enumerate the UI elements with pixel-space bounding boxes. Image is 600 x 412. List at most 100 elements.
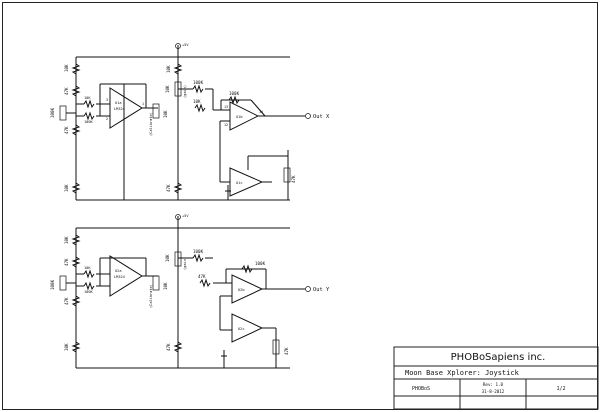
- title-block-frame: [393, 346, 599, 410]
- channel-x-circuit: 10K 47K 47K 10K 100K 10K 100K U1a LM324 …: [50, 43, 330, 201]
- y-opamp-a-label: U2a: [115, 269, 122, 273]
- y-r-in-b-label: 100K: [84, 290, 93, 294]
- x-trim-bias: [152, 103, 160, 119]
- y-r-mid-b: [71, 295, 81, 307]
- x-opamp-b: [229, 101, 260, 131]
- x-opamp-c-label: U1c: [236, 181, 243, 185]
- title-sheet: 1/2: [556, 386, 565, 392]
- title-company: PHOBoSapiens inc.: [451, 352, 546, 363]
- y-r-top: [71, 234, 81, 246]
- y-trim-bias-caption: (Calibrate): [149, 284, 153, 308]
- x-r-in-b: [83, 111, 95, 121]
- y-r-bottom-label: 10K: [64, 343, 69, 351]
- y-trim-gain-caption: (gain): [183, 257, 187, 270]
- x-opamp-a-pin1: 1: [142, 102, 144, 106]
- y-r-inv-out-label: 100K: [255, 261, 266, 266]
- y-r-mid-right-label: 47K: [284, 347, 289, 355]
- x-r-ref-top: [173, 63, 183, 75]
- y-opamp-a-part: LM324: [114, 275, 125, 279]
- x-r-top: [71, 63, 81, 75]
- y-joystick-pot-label: 100K: [50, 279, 55, 290]
- x-r-feedback-label: 100K: [193, 80, 204, 85]
- x-opamp-c: [229, 167, 264, 197]
- title-author: PHOBoS: [412, 386, 430, 392]
- x-r-mid-a-label: 47K: [64, 87, 69, 95]
- x-opamp-b-pin6: 13: [224, 105, 228, 109]
- x-joystick-pot: [59, 105, 67, 121]
- y-r-inv-out: [241, 264, 253, 274]
- x-trim-bias-caption: (Calibrate): [149, 112, 153, 136]
- x-joystick-pot-label: 100K: [50, 107, 55, 118]
- x-r-ref-bottom-label: 47K: [166, 184, 171, 192]
- x-r-to-inv-label: 10K: [193, 99, 201, 104]
- x-r-in-a: [83, 99, 95, 109]
- x-r-bottom-label: 10K: [64, 184, 69, 192]
- x-opamp-a-label: U1a: [115, 101, 122, 105]
- y-output-label: Out Y: [313, 287, 330, 293]
- x-r-ref-bottom: [173, 182, 183, 194]
- title-revision: Rev: 1.0: [483, 382, 504, 387]
- x-opamp-b-label: U1b: [236, 115, 243, 119]
- x-r-in-a-label: 10K: [84, 96, 91, 100]
- x-r-ref-top-label: 10K: [166, 65, 171, 73]
- y-opamp-c: [231, 313, 264, 343]
- y-opamp-a: [109, 255, 143, 297]
- y-vcc-connector: [175, 214, 181, 220]
- y-r-mid-a: [71, 256, 81, 268]
- x-opamp-a-part: LM324: [114, 107, 125, 111]
- x-r-feedback: [192, 84, 204, 94]
- y-r-bottom: [71, 341, 81, 353]
- y-trim-gain-value: 10K: [165, 254, 170, 262]
- x-r-mid-b: [71, 124, 81, 136]
- x-trim-gain-value: 10K: [165, 85, 170, 93]
- y-r-to-inv-label: 47K: [198, 274, 206, 279]
- x-r-inv-out: [228, 95, 240, 105]
- y-r-in-a-label: 10K: [84, 266, 91, 270]
- title-date: 31-8-2012: [482, 389, 505, 394]
- x-trim-bias-value: 10K: [163, 110, 168, 118]
- y-r-top-label: 10K: [64, 236, 69, 244]
- y-r-feedback: [192, 253, 204, 263]
- y-r-ref-bottom-label: 47K: [166, 343, 171, 351]
- x-vcc-connector: [175, 43, 181, 49]
- y-trim-bias: [152, 275, 160, 291]
- y-r-in-a: [83, 269, 95, 279]
- y-opamp-b-label: U2b: [238, 288, 245, 292]
- x-r-bottom: [71, 182, 81, 194]
- x-vcc-label: +5V: [182, 43, 189, 47]
- x-r-mid-b-label: 47K: [64, 126, 69, 134]
- x-r-inv-out-label: 100K: [229, 91, 240, 96]
- y-joystick-pot: [59, 275, 67, 291]
- y-r-in-b: [83, 281, 95, 291]
- x-r-mid-right: [283, 167, 291, 183]
- x-opamp-a: [109, 87, 143, 129]
- y-vcc-label: +5V: [182, 214, 189, 218]
- x-opamp-b-pin5: 12: [224, 123, 228, 127]
- title-project: Moon Base Xplorer: Joystick: [405, 369, 520, 377]
- y-r-mid-b-label: 47K: [64, 297, 69, 305]
- y-r-ref-bottom: [173, 341, 183, 353]
- y-r-feedback-label: 100K: [193, 249, 204, 254]
- y-r-mid-a-label: 47K: [64, 258, 69, 266]
- x-trim-gain-caption: (gain): [183, 85, 187, 98]
- y-output-connector: [305, 286, 311, 292]
- y-r-mid-right: [272, 339, 280, 355]
- y-trim-bias-value: 10K: [163, 282, 168, 290]
- x-output-connector: [305, 113, 311, 119]
- x-output-label: Out X: [313, 114, 330, 120]
- y-r-to-inv: [199, 278, 211, 288]
- y-opamp-c-label: U2c: [238, 327, 245, 331]
- title-block: PHOBoSapiens inc. Moon Base Xplorer: Joy…: [393, 346, 599, 410]
- x-r-mid-right-label: 47K: [291, 175, 296, 183]
- x-r-mid-a: [71, 85, 81, 97]
- x-opamp-a-pin2: 2: [106, 117, 108, 121]
- x-opamp-a-pin: 3: [106, 98, 108, 102]
- channel-y-circuit: 10K 47K 47K 10K 100K 10K 100K U2a LM324 …: [50, 214, 330, 369]
- y-opamp-b: [231, 274, 264, 304]
- y-trim-gain: [174, 251, 182, 267]
- x-r-in-b-label: 100K: [84, 120, 93, 124]
- x-r-to-inv: [194, 103, 206, 113]
- x-r-top-label: 10K: [64, 64, 69, 72]
